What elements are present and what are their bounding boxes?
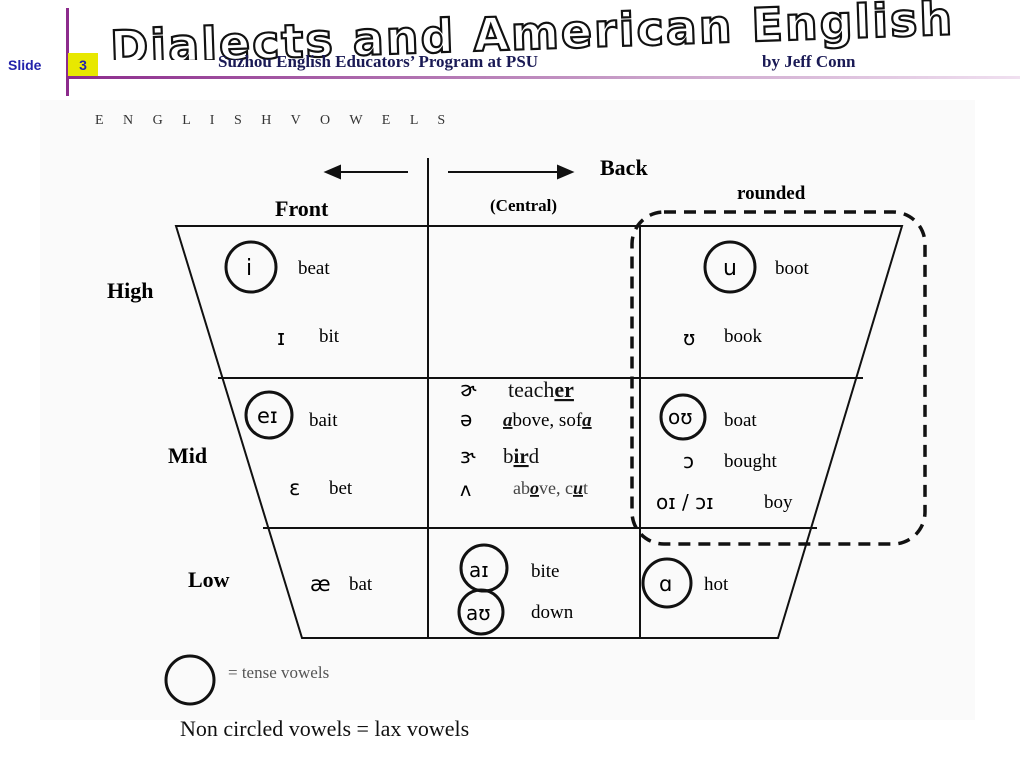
row-label-mid: Mid xyxy=(168,443,207,468)
row-label-low: Low xyxy=(188,567,230,592)
front-arrow xyxy=(323,164,408,180)
vowel-word-above-cut: above, cut xyxy=(513,478,588,498)
header-rule xyxy=(68,76,1020,79)
vowel-word-beat: beat xyxy=(298,258,330,279)
vowel-symbol-ei: eɪ xyxy=(257,404,278,428)
vowel-trapezoid xyxy=(174,225,904,639)
vowel-chart-background xyxy=(40,100,975,720)
legend-tense-vowels: = tense vowels xyxy=(228,663,329,682)
rounded-region-outline xyxy=(630,210,927,546)
vowel-symbol-schwar: ɚ xyxy=(460,377,477,401)
tense-circle-ei xyxy=(244,390,294,440)
vowel-word-bat: bat xyxy=(349,574,373,595)
vowel-symbol-lax-u: ʊ xyxy=(683,326,695,350)
vowel-symbol-u: u xyxy=(723,256,737,281)
vowel-symbol-au: aʊ xyxy=(466,601,491,625)
slide-title-text: Dialects and American English xyxy=(110,0,955,60)
vowel-word-above-sofa: above, sofa xyxy=(503,410,592,431)
central-label: (Central) xyxy=(490,196,557,215)
program-subtitle: Suzhou English Educators’ Program at PSU xyxy=(218,52,539,71)
vowel-word-bite: bite xyxy=(531,561,560,582)
chart-heading: E N G L I S H V O W E L S xyxy=(95,113,454,128)
vowel-symbol-epsilon: ɛ xyxy=(289,476,300,500)
vowel-symbol-i: i xyxy=(246,256,252,281)
vowel-symbol-lax-i: ɪ xyxy=(277,326,285,351)
vowel-word-bird: bird xyxy=(503,444,540,468)
vowel-word-teacher: teacher xyxy=(508,377,574,402)
vowel-symbol-wedge: ʌ xyxy=(460,479,471,501)
front-label: Front xyxy=(275,196,329,221)
vowel-word-bought: bought xyxy=(724,451,778,472)
row-label-high: High xyxy=(107,278,153,303)
slide-number: 3 xyxy=(68,53,98,77)
tense-circle-au xyxy=(457,588,505,636)
vowel-symbol-ai: aɪ xyxy=(469,558,489,582)
vowel-word-bet: bet xyxy=(329,478,353,499)
vowel-word-bit: bit xyxy=(319,326,340,347)
vowel-word-down: down xyxy=(531,602,574,623)
slide-title: Dialects and American English xyxy=(110,0,956,60)
tense-circle-u xyxy=(703,240,757,294)
vowel-symbol-script-a: ɑ xyxy=(659,572,672,596)
back-arrow xyxy=(448,164,575,180)
vowel-symbol-reversed-epsilon-hook: ɝ xyxy=(460,444,476,468)
legend-circle xyxy=(164,654,216,706)
vowel-symbol-ou: oʊ xyxy=(668,405,693,429)
vowel-word-boat: boat xyxy=(724,410,757,431)
back-label: Back xyxy=(600,155,648,180)
vowel-symbol-ae: æ xyxy=(310,572,331,596)
rounded-label: rounded xyxy=(737,183,806,204)
vowel-word-boy: boy xyxy=(764,492,793,513)
vowel-word-boot: boot xyxy=(775,258,810,279)
vowel-symbol-schwa: ə xyxy=(460,407,472,431)
vowel-symbol-open-o: ɔ xyxy=(683,449,694,473)
slide-label: Slide xyxy=(8,57,42,73)
tense-circle-i xyxy=(224,240,278,294)
author-credit: by Jeff Conn xyxy=(762,52,856,71)
header-vertical-rule xyxy=(66,8,69,96)
tense-circle-ou xyxy=(659,393,707,441)
vowel-word-hot: hot xyxy=(704,574,729,595)
vowel-word-book: book xyxy=(724,326,763,347)
vowel-word-bait: bait xyxy=(309,410,338,431)
footer-note: Non circled vowels = lax vowels xyxy=(180,716,470,741)
vowel-symbol-oi: oɪ / ɔɪ xyxy=(656,490,714,514)
tense-circle-a xyxy=(641,557,693,609)
